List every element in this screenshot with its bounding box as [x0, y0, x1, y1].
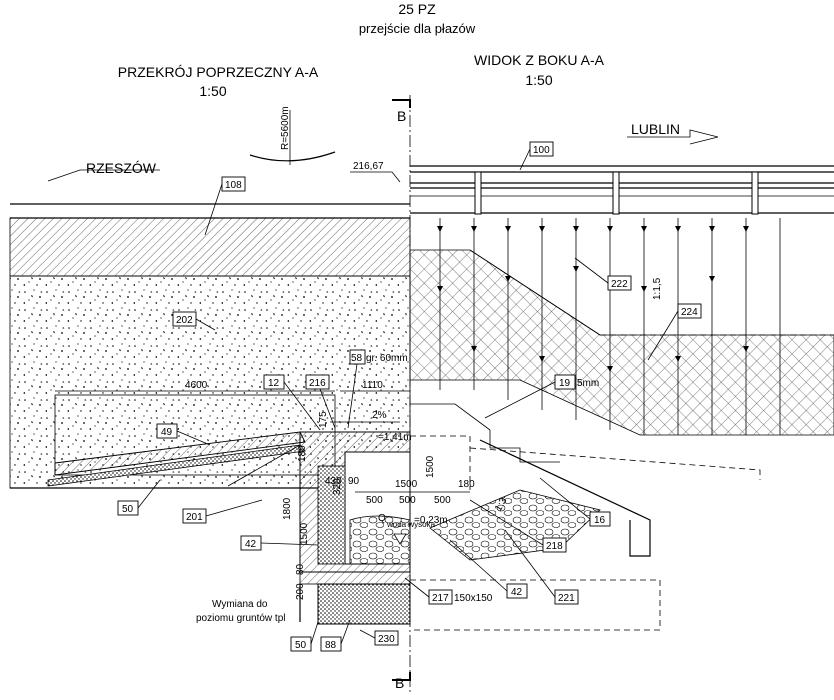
- tag-19: 19 5mm: [484, 374, 599, 419]
- dim-500b: 500: [399, 495, 416, 506]
- tag-50b: 50: [290, 621, 319, 652]
- direction-lublin-label: LUBLIN: [631, 121, 680, 137]
- tag-19-label: 19: [559, 378, 571, 389]
- water-level-label: woda wysoka: [386, 520, 436, 529]
- radius-marker: R=5600m: [249, 106, 336, 165]
- tag-88-label: 88: [325, 640, 337, 651]
- tag-12: 12: [263, 374, 321, 431]
- right-view-title: WIDOK Z BOKU A-A: [474, 52, 605, 68]
- dim-90: 90: [348, 476, 360, 487]
- tag-88: 88: [320, 619, 351, 652]
- guardrail: [410, 165, 834, 215]
- tag-217-label: 217: [432, 593, 449, 604]
- tag-49: 49: [156, 423, 211, 446]
- dim-320: 320: [332, 478, 343, 495]
- level-top: 216,67: [353, 161, 384, 172]
- tag-108: 108: [204, 176, 246, 236]
- drawing-subtitle: przejście dla płazów: [359, 21, 476, 36]
- drawing-title: 25 PZ: [398, 1, 436, 17]
- tag-49-label: 49: [161, 427, 173, 438]
- dim-200: 200: [295, 583, 306, 600]
- section-mark-top: B: [397, 108, 406, 124]
- dim-1500c: 1500: [425, 455, 436, 478]
- tag-222-label: 222: [611, 279, 628, 290]
- tag-218-label: 218: [546, 541, 563, 552]
- soil-note: gr. 60mm: [366, 353, 408, 364]
- tag-50b-label: 50: [295, 640, 307, 651]
- tag-42b-label: 42: [511, 587, 523, 598]
- tag-16: 16: [539, 477, 611, 527]
- soil-note-19: 5mm: [577, 378, 599, 389]
- tag-50a-label: 50: [122, 504, 134, 515]
- tag-100: 100: [519, 141, 554, 171]
- dim-180a: 180: [297, 445, 308, 462]
- tag-50a: 50: [117, 479, 161, 516]
- dim-500c: 500: [434, 495, 451, 506]
- dim-4600: 4600: [185, 380, 208, 391]
- tag-224: 224: [647, 303, 702, 361]
- tag-222: 222: [574, 257, 632, 291]
- tag-201-label: 201: [186, 512, 203, 523]
- level-bottom: =1,41m: [378, 432, 412, 443]
- dim-175: 175: [318, 411, 329, 428]
- culvert-size: 150x150: [454, 593, 493, 604]
- tag-202: 202: [172, 311, 216, 331]
- tag-216-label: 216: [309, 378, 326, 389]
- tag-100-label: 100: [533, 145, 550, 156]
- tag-221: 221: [504, 529, 579, 605]
- dim-1800: 1800: [282, 497, 293, 520]
- tag-42b: 42: [449, 539, 528, 599]
- dim-80: 80: [295, 563, 306, 575]
- foundation-88: [317, 583, 411, 625]
- direction-rzeszow-label: RZESZÓW: [86, 160, 157, 176]
- section-mark-bottom: B: [395, 675, 404, 691]
- dim-1500b: 1500: [395, 479, 418, 490]
- tag-16-label: 16: [594, 515, 606, 526]
- dim-1110: 1110: [362, 380, 383, 391]
- tag-218: 218: [469, 499, 567, 553]
- left-view-title: PRZEKRÓJ POPRZECZNY A-A: [118, 64, 319, 80]
- tag-217: 217 150x150: [404, 577, 493, 605]
- tag-58-label: 58: [351, 353, 363, 364]
- replacement-note-2: poziomu gruntów tpl: [196, 613, 286, 624]
- tag-201: 201: [182, 499, 263, 524]
- section-line-b: B B: [392, 95, 411, 692]
- water-value: =0,23m: [414, 515, 448, 526]
- tag-230: 230: [359, 629, 399, 646]
- dim-430: 430: [325, 476, 342, 487]
- tag-42a: 42: [240, 535, 319, 551]
- tag-216: 216: [305, 374, 336, 429]
- replacement-note-1: Wymiana do: [212, 599, 268, 610]
- tag-224-label: 224: [681, 307, 698, 318]
- direction-lublin: LUBLIN: [627, 121, 719, 145]
- tag-221-label: 221: [558, 593, 575, 604]
- dim-180b: 180: [458, 479, 475, 490]
- tag-202-label: 202: [176, 315, 193, 326]
- dim-1500a: 1500: [299, 522, 310, 545]
- slope-1-1-5: 1:1,5: [652, 277, 663, 300]
- water-level: Q woda wysoka =0,23m: [378, 513, 448, 545]
- tag-58: 58 gr. 60mm: [347, 349, 408, 429]
- tag-230-label: 230: [378, 634, 395, 645]
- dim-500a: 500: [366, 495, 383, 506]
- drainage-arrows: [437, 218, 781, 435]
- stone-bed-left: [349, 515, 411, 565]
- grade-label: 2%: [372, 410, 387, 421]
- dimensions-left: 4600 1110 175 430 90 320 180 1500 1800 2…: [55, 380, 475, 600]
- tag-42a-label: 42: [245, 539, 257, 550]
- tag-108-label: 108: [225, 180, 242, 191]
- right-view-scale: 1:50: [525, 72, 552, 88]
- stone-slope: [429, 489, 601, 561]
- asphalt-layer: [9, 217, 411, 277]
- water-q: Q: [378, 513, 386, 524]
- direction-rzeszow: RZESZÓW: [47, 160, 160, 182]
- radius-label: R=5600m: [280, 106, 291, 150]
- level-marker: 216,67: [350, 161, 401, 183]
- left-view-scale: 1:50: [199, 83, 226, 99]
- tag-12-label: 12: [268, 378, 280, 389]
